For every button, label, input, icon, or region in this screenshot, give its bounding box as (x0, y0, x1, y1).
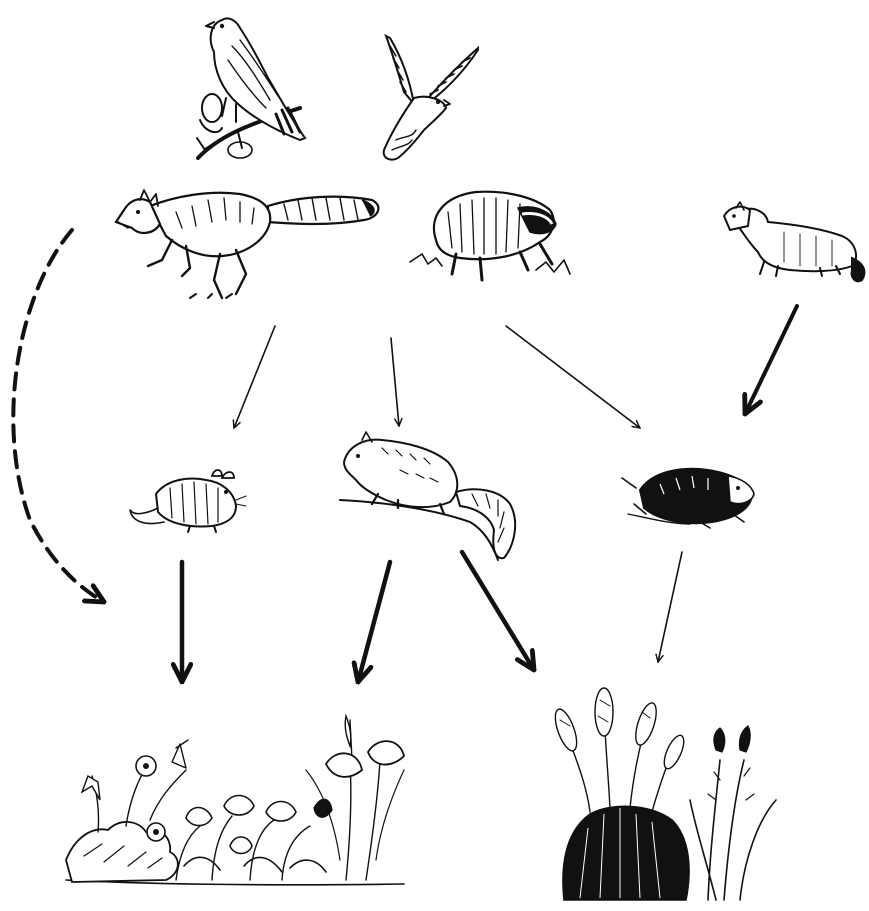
ground-squirrel-icon (340, 432, 515, 560)
fox-icon (116, 190, 378, 298)
hawk-icon (197, 18, 305, 158)
falcon-icon (384, 36, 478, 160)
arrow-pocket-gopher-to-grasses (658, 552, 682, 662)
arrow-fox-to-wildflowers (13, 230, 104, 602)
pocket-gopher-icon (622, 469, 754, 528)
arrow-weasel-to-pocket-gopher (745, 306, 797, 414)
arrow-predators-to-ground-squirrel (391, 338, 399, 426)
wildflowers-icon (66, 716, 404, 885)
arrow-predators-to-mouse (234, 326, 275, 428)
arrow-predators-to-pocket-gopher (506, 326, 640, 428)
grasses-icon (551, 688, 776, 900)
badger-icon (410, 192, 570, 280)
weasel-icon (724, 202, 864, 281)
arrow-ground-squirrel-to-grasses (462, 552, 534, 670)
arrow-ground-squirrel-to-wildflowers (358, 562, 390, 682)
mouse-icon (130, 470, 246, 532)
